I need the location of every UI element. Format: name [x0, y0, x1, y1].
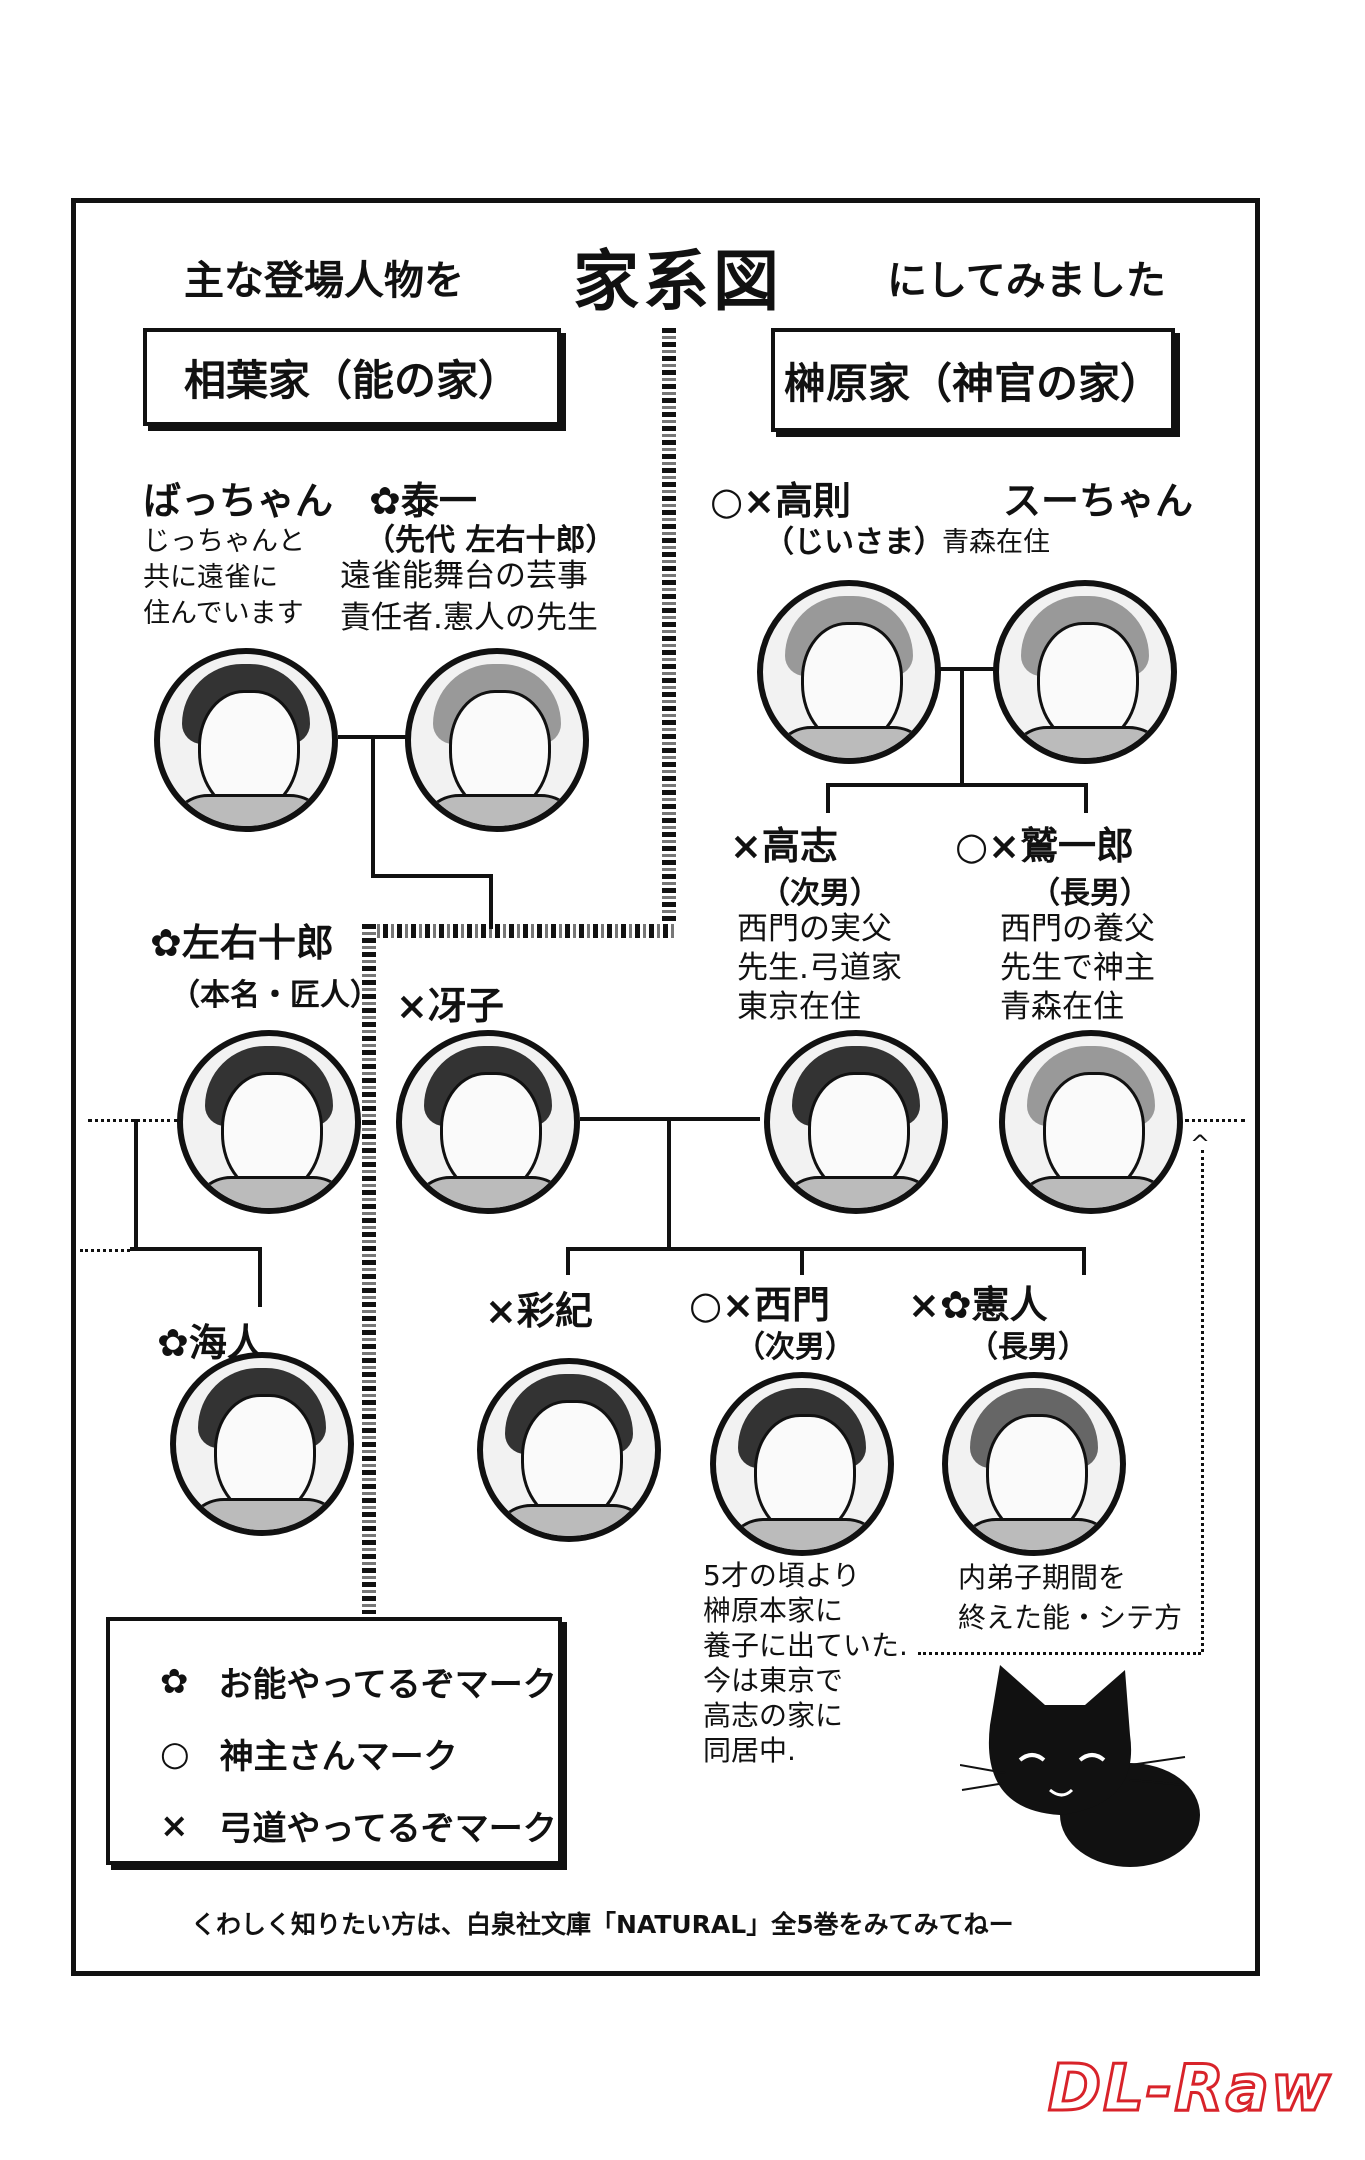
- family-separator: [362, 924, 376, 1614]
- portrait-shuichiro: [999, 1030, 1183, 1214]
- person-desc-takashi: 西門の実父 先生.弓道家 東京在住: [737, 911, 902, 1025]
- portrait-taiichi: [405, 648, 589, 832]
- person-sub-sayujuro: （本名・匠人）: [170, 978, 380, 1013]
- marriage-line: [940, 667, 996, 671]
- person-desc-saimon: 5才の頃より 榊原本家に 養子に出ていた. 今は東京で 高志の家に 同居中.: [703, 1559, 908, 1767]
- person-name-takashi: ×高志: [730, 824, 838, 868]
- cross-mark-icon: ×: [160, 1805, 189, 1846]
- portrait-saimon: [710, 1372, 894, 1556]
- black-cat-illustration: [960, 1665, 1200, 1867]
- legend-label: お能やってるぞマーク: [218, 1665, 557, 1705]
- portrait-kaito: [170, 1352, 354, 1536]
- arrow-up-icon: ^: [1190, 1130, 1211, 1158]
- house-sakakibara-label: 榊原家（神官の家）: [783, 358, 1162, 408]
- descent-line: [489, 874, 493, 929]
- portrait-kento: [942, 1372, 1126, 1556]
- descent-line: [826, 783, 1088, 787]
- person-desc-taiichi: 遠雀能舞台の芸事 責任者.憲人の先生: [340, 558, 598, 636]
- legend-label: 神主さんマーク: [219, 1737, 458, 1777]
- circle-mark-icon: ○: [160, 1733, 190, 1774]
- watermark-logo: DL-Raw: [1046, 2051, 1333, 2128]
- legend-item-noh: ✿ お能やってるぞマーク: [160, 1657, 557, 1706]
- person-name-saimon: ○×西門: [689, 1283, 830, 1327]
- person-name-takanori: ○×高則: [710, 479, 851, 523]
- house-sakakibara-box: 榊原家（神官の家）: [771, 328, 1175, 432]
- flower-mark-icon: ✿: [160, 1661, 189, 1702]
- person-name-suchan: スーちゃん: [1003, 479, 1194, 523]
- descent-line: [130, 1247, 260, 1251]
- portrait-takashi: [764, 1030, 948, 1214]
- portrait-saki: [477, 1358, 661, 1542]
- descent-line: [667, 1119, 671, 1249]
- person-sub-shuichiro: （長男）: [1030, 876, 1150, 911]
- descent-line: [1082, 1247, 1086, 1275]
- descent-line: [800, 1247, 804, 1275]
- descent-line: [566, 1247, 570, 1275]
- portrait-bacchan: [154, 648, 338, 832]
- page-title: 家系図: [573, 243, 783, 320]
- person-name-sayujuro: ✿左右十郎: [150, 921, 334, 965]
- person-sub-takashi: （次男）: [760, 876, 880, 911]
- person-sub-taiichi: （先代 左右十郎）: [365, 523, 616, 558]
- descent-line: [1084, 783, 1088, 813]
- legend-item-shinto: ○ 神主さんマーク: [160, 1729, 458, 1778]
- continuation-dotted-line: [1185, 1119, 1245, 1122]
- person-desc-kento: 内弟子期間を 終えた能・シテ方: [958, 1561, 1183, 1634]
- person-sub-kento: （長男）: [968, 1330, 1088, 1365]
- person-desc-shuichiro: 西門の養父 先生で神主 青森在住: [1000, 911, 1155, 1025]
- title-suffix: にしてみました: [887, 258, 1166, 304]
- family-separator: [369, 924, 676, 938]
- descent-line: [371, 737, 375, 877]
- house-aiba-box: 相葉家（能の家）: [143, 328, 561, 426]
- portrait-takanori: [757, 580, 941, 764]
- family-separator: [662, 328, 676, 938]
- title-prefix: 主な登場人物を: [184, 258, 464, 304]
- person-desc-bacchan: じっちゃんと 共に遠雀に 住んでいます: [143, 526, 305, 629]
- portrait-saeko: [396, 1030, 580, 1214]
- person-name-taiichi: ✿泰一: [369, 479, 477, 523]
- person-sub-saimon: （次男）: [735, 1330, 855, 1365]
- person-name-saeko: ×冴子: [396, 984, 504, 1028]
- person-sub-suchan: 青森在住: [942, 527, 1050, 558]
- descent-line: [566, 1247, 1086, 1251]
- descent-line: [371, 874, 491, 878]
- house-aiba-label: 相葉家（能の家）: [183, 355, 520, 405]
- portrait-suchan: [993, 580, 1177, 764]
- adoption-arrow-line: [918, 1652, 1201, 1655]
- person-name-saki: ×彩紀: [485, 1289, 593, 1333]
- descent-line: [960, 667, 964, 785]
- legend-item-kyudo: × 弓道やってるぞマーク: [160, 1801, 557, 1850]
- person-name-shuichiro: ○×鷲一郎: [955, 824, 1134, 868]
- adoption-arrow-line: [1201, 1150, 1204, 1652]
- descent-line: [258, 1247, 262, 1307]
- legend-label: 弓道やってるぞマーク: [218, 1809, 557, 1849]
- person-sub-takanori: （じいさま）: [764, 525, 944, 560]
- legend-box: ✿ お能やってるぞマーク ○ 神主さんマーク × 弓道やってるぞマーク: [106, 1617, 562, 1865]
- descent-line: [826, 783, 830, 813]
- descent-line: [134, 1119, 138, 1249]
- person-name-kento: ×✿憲人: [908, 1283, 1048, 1327]
- continuation-dotted-line: [80, 1249, 130, 1252]
- person-name-bacchan: ばっちゃん: [143, 479, 334, 523]
- portrait-sayujuro: [177, 1030, 361, 1214]
- footer-note: くわしく知りたい方は、白泉社文庫「NATURAL」全5巻をみてみてねー: [191, 1910, 1014, 1939]
- diagram-frame: [71, 198, 1260, 1976]
- continuation-dotted-line: [88, 1119, 178, 1122]
